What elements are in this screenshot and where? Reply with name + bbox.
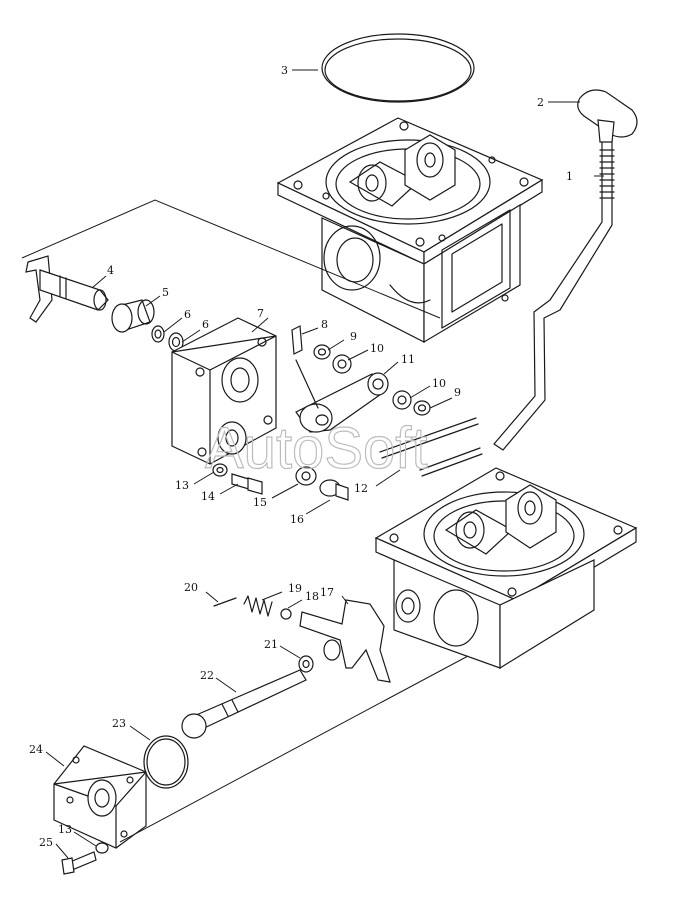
callout-19: 19 bbox=[288, 582, 302, 595]
callout-6-first: 6 bbox=[184, 308, 191, 321]
lower-housing bbox=[374, 467, 638, 670]
shift-lever bbox=[493, 139, 615, 451]
end-cover bbox=[53, 745, 147, 849]
bushing bbox=[111, 299, 155, 333]
rods bbox=[379, 417, 483, 477]
callout-3: 3 bbox=[281, 64, 288, 77]
lock-washer-13-upper bbox=[212, 463, 228, 477]
callout-10-lower: 10 bbox=[432, 377, 446, 390]
spring-19 bbox=[243, 595, 273, 617]
callout-13-upper: 13 bbox=[175, 479, 189, 492]
o-ring bbox=[143, 735, 189, 789]
callout-4: 4 bbox=[107, 264, 114, 277]
washer-9-upper bbox=[313, 344, 331, 360]
callout-labels: 1 2 3 4 5 6 6 7 8 9 10 11 10 9 12 13 14 … bbox=[29, 64, 573, 849]
cover-plate bbox=[171, 317, 277, 465]
lever-knob bbox=[577, 89, 638, 143]
callout-2: 2 bbox=[537, 96, 544, 109]
callout-23: 23 bbox=[112, 717, 126, 730]
callout-21: 21 bbox=[264, 638, 278, 651]
lever-arm bbox=[295, 359, 389, 433]
callout-5: 5 bbox=[162, 286, 169, 299]
bolt-25 bbox=[61, 851, 97, 875]
callout-24: 24 bbox=[29, 743, 43, 756]
lock-washer-13-lower bbox=[95, 842, 109, 854]
selector-shaft bbox=[25, 255, 109, 323]
plug-16 bbox=[319, 479, 349, 501]
washer-15 bbox=[295, 466, 317, 486]
callout-16: 16 bbox=[290, 513, 304, 526]
callout-7: 7 bbox=[257, 307, 264, 320]
callout-13-lower: 13 bbox=[58, 823, 72, 836]
pin-20 bbox=[213, 597, 237, 607]
callout-9-lower: 9 bbox=[454, 386, 461, 399]
callout-11: 11 bbox=[401, 353, 415, 366]
washer-21 bbox=[298, 655, 314, 673]
callout-leaders bbox=[45, 69, 604, 859]
washer-10-upper bbox=[332, 354, 352, 374]
shift-fork bbox=[299, 599, 391, 683]
callout-1: 1 bbox=[566, 170, 573, 183]
callout-17: 17 bbox=[320, 586, 334, 599]
pin bbox=[291, 325, 303, 355]
callout-9-upper: 9 bbox=[350, 330, 357, 343]
washer-10-lower bbox=[392, 390, 412, 410]
washers-6 bbox=[151, 325, 184, 352]
callout-14: 14 bbox=[201, 490, 215, 503]
callout-12: 12 bbox=[354, 482, 368, 495]
selector-rod bbox=[181, 669, 307, 739]
callout-18: 18 bbox=[305, 590, 319, 603]
gasket-ring-top bbox=[321, 33, 475, 103]
upper-housing bbox=[276, 117, 544, 344]
callout-6-second: 6 bbox=[202, 318, 209, 331]
callout-22: 22 bbox=[200, 669, 214, 682]
callout-25: 25 bbox=[39, 836, 53, 849]
ball-18 bbox=[280, 608, 292, 620]
callout-15: 15 bbox=[253, 496, 267, 509]
callout-10-upper: 10 bbox=[370, 342, 384, 355]
bolt-14 bbox=[231, 473, 263, 495]
washer-9-lower bbox=[413, 400, 431, 416]
watermark: AutoSoft bbox=[205, 416, 427, 481]
callout-20: 20 bbox=[184, 581, 198, 594]
callout-8: 8 bbox=[321, 318, 328, 331]
